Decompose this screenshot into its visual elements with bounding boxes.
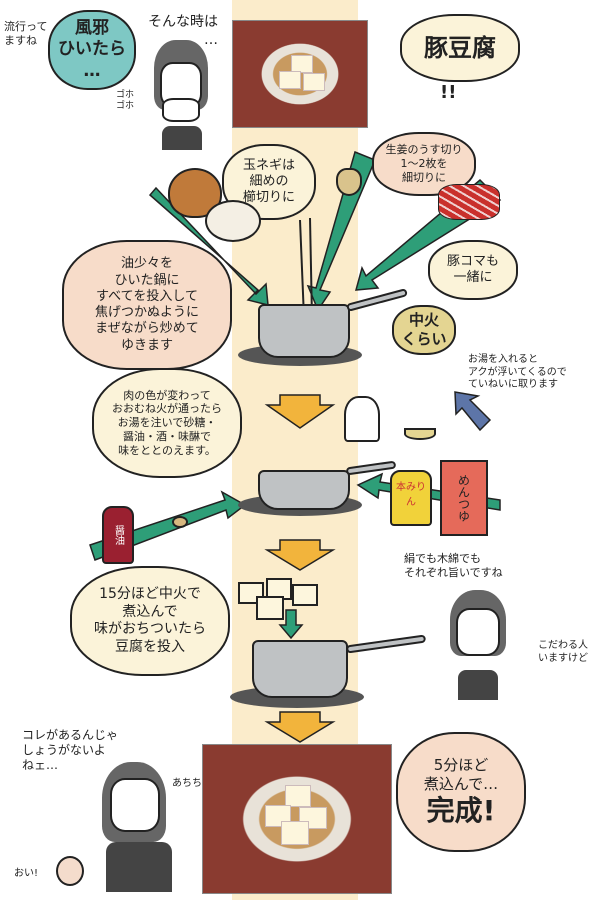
cold-bubble: 風邪 ひいたら … [48, 10, 136, 90]
done-text: 完成! [426, 794, 496, 828]
simmer-bubble: 15分ほど中火で 煮込んで 味がおちついたら 豆腐を投入 [70, 566, 230, 676]
finish-text: 5分ほど 煮込んで… [423, 755, 499, 793]
soy-bottle: 醤油 [102, 506, 134, 564]
pork-illustration [438, 184, 500, 220]
hot-note: あちち [172, 778, 202, 789]
done-bubble: 5分ほど 煮込んで… 完成! [396, 732, 526, 852]
sugar-spoon [172, 516, 188, 528]
ginger-illustration [336, 168, 362, 196]
fry-bubble: 油少々を ひいた鍋に すべてを投入して 焦げつかぬように まぜながら炒めて ゆき… [62, 240, 232, 370]
dish-photo-final [202, 744, 392, 894]
excuse-note: コレがあるんじゃ しょうがないよ ねェ… [22, 728, 119, 772]
small-character [56, 856, 84, 886]
pot-1 [258, 304, 350, 358]
picky-note: こだわる人 いますけど [538, 640, 588, 664]
pot-3 [252, 640, 348, 698]
dish-photo-top [232, 20, 368, 128]
masked-person-illustration [150, 40, 212, 150]
dashi-carton: めんつゆ [440, 460, 488, 536]
down-arrow-1 [264, 394, 336, 429]
onion-half-illustration [205, 200, 261, 242]
title-exclaim: !! [440, 82, 457, 103]
dish-title: 豚豆腐 [400, 14, 520, 82]
thought-text: そんな時は … [148, 14, 218, 48]
tofu-cube [256, 596, 284, 620]
pork-bubble: 豚コマも 一緒に [428, 240, 518, 300]
tofu-arrow [278, 609, 304, 640]
drinking-person-illustration [96, 762, 184, 892]
scum-note: お湯を入れると アクが浮いてくるので ていねいに取ります [468, 354, 567, 390]
side-note: 流行って ますね [4, 20, 48, 47]
pot-2 [258, 470, 350, 510]
heat-bubble: 中火 くらい [392, 305, 456, 355]
mirin-bottle: 本みりん [390, 470, 432, 526]
hey-note: おい! [14, 868, 39, 879]
onion-bubble: 玉ネギは 細めの 櫛切りに [222, 144, 316, 220]
ladle-illustration [404, 428, 436, 440]
kettle-illustration [344, 396, 380, 442]
tofu-cube [292, 584, 318, 606]
tofu-note: 絹でも木綿でも それぞれ旨いですね [404, 552, 503, 579]
season-bubble: 肉の色が変わって おおむね火が通ったら お湯を注いで砂糖・ 醤油・酒・味醂で 味… [92, 368, 242, 478]
cough-text: ゴホ ゴホ [116, 90, 135, 112]
down-arrow-3 [264, 711, 336, 743]
scum-arrow [454, 391, 492, 432]
down-arrow-2 [264, 539, 336, 571]
masked-person-illustration-2 [444, 590, 508, 700]
